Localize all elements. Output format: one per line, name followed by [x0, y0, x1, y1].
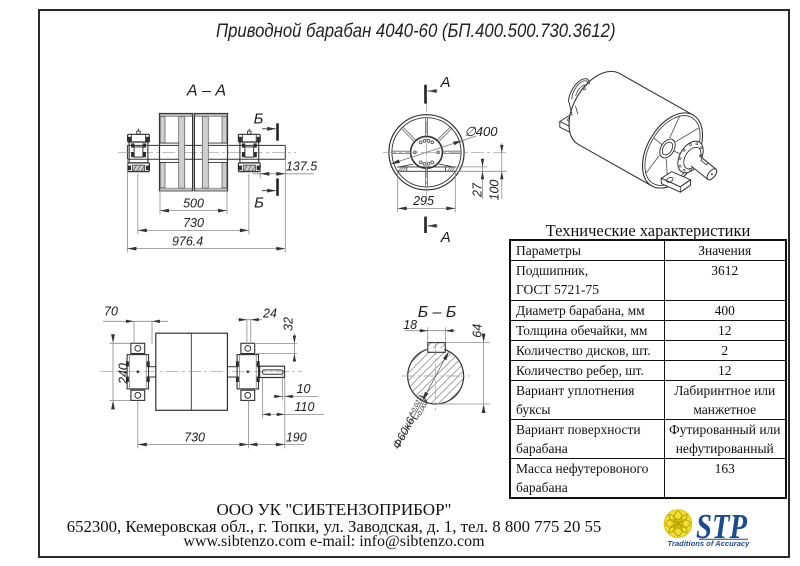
svg-text:): ) — [416, 393, 429, 404]
svg-text:64: 64 — [471, 324, 485, 338]
svg-text:730: 730 — [183, 216, 204, 230]
svg-text:24: 24 — [262, 307, 277, 321]
svg-text:А – А: А – А — [186, 83, 226, 100]
svg-text:730: 730 — [184, 431, 205, 445]
svg-text:А: А — [440, 229, 451, 246]
svg-text:137.5: 137.5 — [286, 160, 317, 174]
svg-text:Б: Б — [254, 111, 264, 128]
svg-text:70: 70 — [104, 304, 118, 318]
svg-text:10: 10 — [297, 382, 311, 396]
svg-text:А: А — [439, 74, 450, 91]
svg-text:976.4: 976.4 — [172, 234, 203, 248]
svg-text:190: 190 — [286, 431, 307, 445]
svg-text:295: 295 — [412, 194, 434, 208]
svg-text:240: 240 — [116, 363, 130, 385]
svg-text:Б: Б — [254, 195, 264, 212]
svg-text:Б – Б: Б – Б — [418, 304, 457, 321]
svg-text:27: 27 — [471, 182, 485, 198]
svg-text:100: 100 — [488, 180, 502, 201]
svg-text:32: 32 — [282, 317, 296, 331]
svg-text:110: 110 — [295, 400, 315, 414]
svg-text:∅400: ∅400 — [464, 124, 498, 139]
svg-text:500: 500 — [183, 196, 204, 210]
svg-text:Traditions of Accuracy: Traditions of Accuracy — [668, 539, 751, 548]
svg-text:18: 18 — [403, 318, 417, 332]
